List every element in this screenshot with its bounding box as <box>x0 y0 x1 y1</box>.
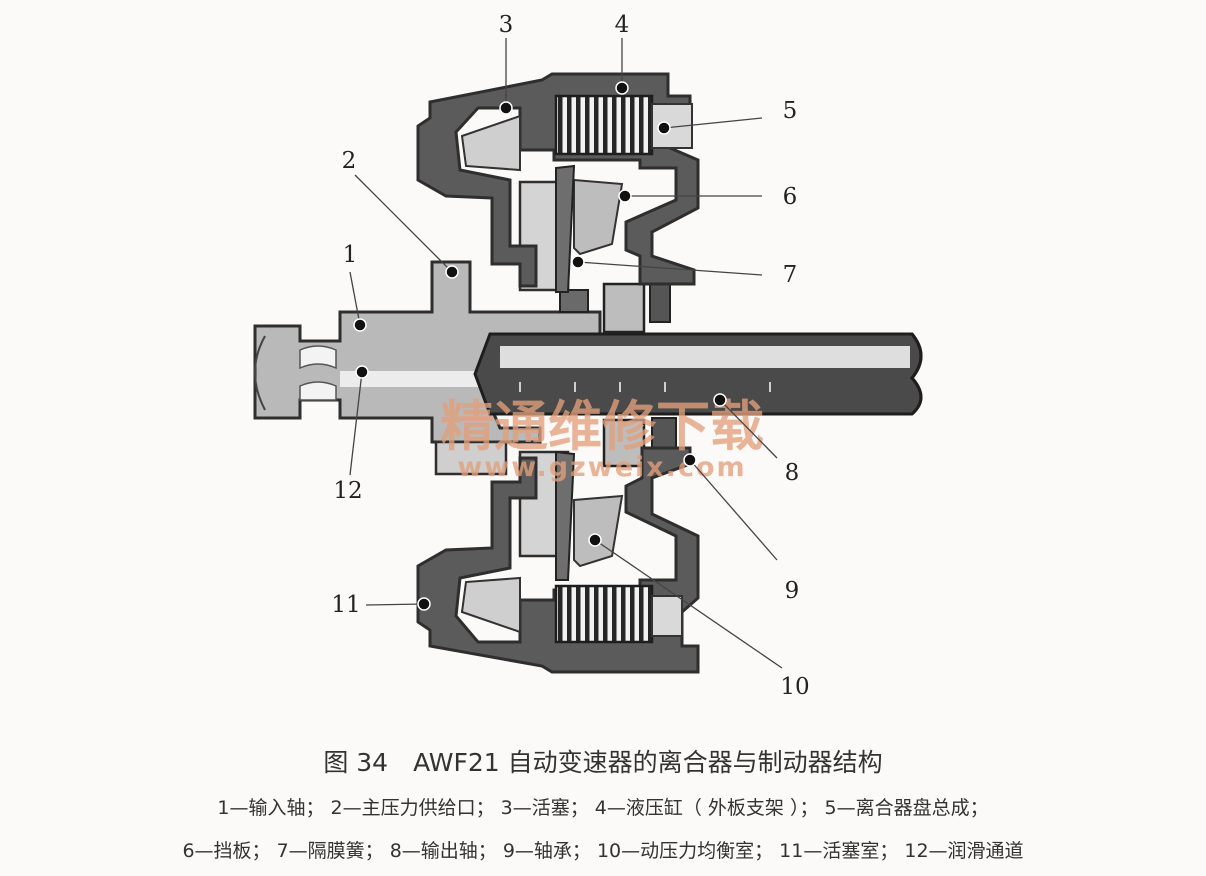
watermark: 精通维修下载 www.gzweix.com <box>440 394 764 483</box>
callout-5: 5 <box>783 98 798 124</box>
callout-1: 1 <box>343 242 358 268</box>
leader-dots <box>353 81 727 611</box>
callout-10: 10 <box>780 674 809 700</box>
leader-lines <box>349 38 783 669</box>
callout-4: 4 <box>615 12 630 38</box>
callout-6: 6 <box>783 184 798 210</box>
callout-12: 12 <box>333 478 362 504</box>
watermark-text: 精通维修下载 <box>440 394 764 458</box>
figure-caption-title: 图 34 AWF21 自动变速器的离合器与制动器结构 <box>323 748 883 777</box>
callout-9: 9 <box>785 578 800 604</box>
callout-2: 2 <box>342 148 357 174</box>
legend-line-2: 6—挡板； 7—隔膜簧； 8—输出轴； 9—轴承； 10—动压力均衡室； 11—… <box>182 840 1024 862</box>
watermark-url: www.gzweix.com <box>457 452 746 483</box>
upper-housing <box>416 72 700 293</box>
lower-housing <box>416 446 700 674</box>
callout-3: 3 <box>499 12 514 38</box>
callout-7: 7 <box>783 262 798 288</box>
output-shaft <box>473 332 923 416</box>
callouts: 1 2 3 4 5 6 7 8 9 10 11 12 <box>331 12 809 700</box>
legend-line-1: 1—输入轴； 2—主压力供给口； 3—活塞； 4—液压缸（ 外板支架 ）； 5—… <box>217 797 989 819</box>
clutch-brake-diagram: 精通维修下载 www.gzweix.com 1 2 3 4 <box>253 12 923 700</box>
callout-11: 11 <box>331 592 360 618</box>
callout-8: 8 <box>785 460 800 486</box>
